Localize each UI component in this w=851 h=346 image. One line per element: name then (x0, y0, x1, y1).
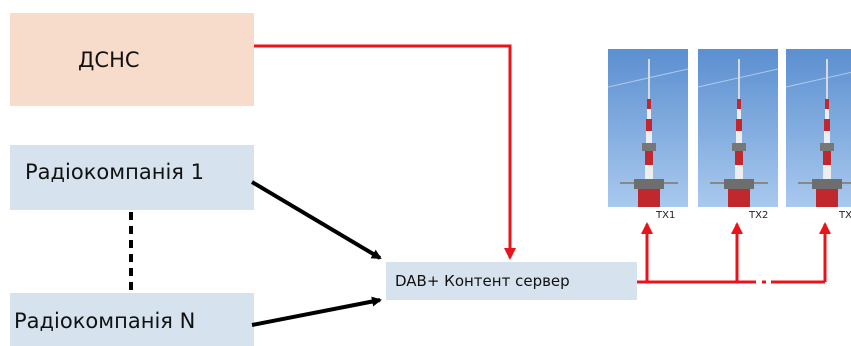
dab-content-server-box: DAB+ Контент сервер (386, 262, 637, 300)
tower-image-tx2 (698, 49, 778, 207)
dab-content-server-label: DAB+ Контент сервер (395, 272, 570, 290)
radioN-to-server-arrow (251, 296, 382, 327)
tx3-label: TX (839, 210, 851, 221)
tx2-label: TX2 (749, 210, 769, 221)
tower-image-tx3 (786, 49, 851, 207)
radio1-to-server-arrow (250, 180, 382, 260)
dsns-label: ДСНС (78, 47, 140, 72)
radio-company-n-box: Радіокомпанія N (10, 293, 254, 346)
radio-company-n-label: Радіокомпанія N (14, 308, 196, 333)
dsns-to-server-arrow (254, 44, 516, 260)
radio-company-1-box: Радіокомпанія 1 (10, 145, 254, 210)
tx1-label: TX1 (656, 210, 676, 221)
tower-image-tx1 (608, 49, 688, 207)
radio-company-1-label: Радіокомпанія 1 (25, 159, 204, 184)
dsns-box: ДСНС (10, 13, 254, 106)
